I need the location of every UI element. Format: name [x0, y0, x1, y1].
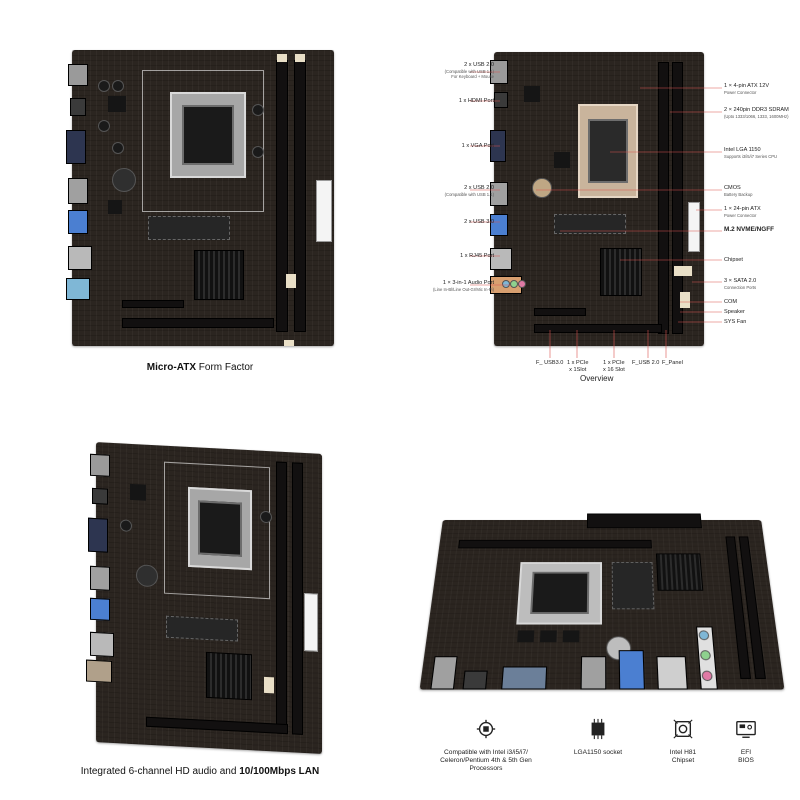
annotation-m2: M.2 NVME/NGFF: [724, 226, 775, 233]
ram-slot: [294, 60, 306, 332]
annotation-hdmi: 1 x HDMI Port: [458, 98, 494, 104]
motherboard-image: [66, 50, 334, 346]
cmos-battery: [112, 168, 136, 192]
pcie-x16-slot: [122, 318, 274, 328]
chipset-heatsink: [194, 250, 244, 300]
hdmi-port: [70, 98, 86, 116]
panel-front-view: Micro-ATX Form Factor: [0, 0, 400, 400]
annotation-speaker: Speaker: [724, 309, 745, 315]
chipset-icon: [673, 719, 693, 739]
m2-slot: [148, 216, 230, 240]
usb-port: [68, 64, 88, 86]
annotation-f-usb2: F_USB 2.0: [632, 360, 660, 366]
cpu-chip-icon: [591, 718, 605, 740]
annotation-sysfan: SYS Fan: [724, 319, 747, 325]
motherboard-perspective-image: [419, 513, 785, 690]
annotation-rj45: 1 x RJ45 Port: [460, 253, 494, 259]
audio-port: [66, 278, 90, 300]
overview-title: Overview: [580, 374, 614, 383]
feature-socket: LGA1150 socket: [568, 718, 628, 757]
form-factor-caption: Micro-ATX Form Factor: [146, 362, 254, 373]
feature-bios: EFI BIOS: [726, 718, 766, 765]
annotation-usb2-kbm: 2 x USB 2.0(Compatible with USB 1.1)For …: [444, 62, 494, 79]
annotation-usb2: 2 x USB 2.0(Compatible with USB 1.1): [444, 185, 494, 197]
cpu-socket: [578, 104, 638, 198]
feature-chipset: Intel H81 Chipset: [660, 718, 706, 765]
annotation-com: COM: [724, 299, 738, 305]
annotation-ddr3: 2 × 240pin DDR3 SDRAM(Upto 1333/1066, 13…: [724, 107, 789, 119]
cpu-socket: [170, 92, 246, 178]
usb-port: [68, 178, 88, 204]
motherboard-overview-image: [490, 52, 704, 346]
usb3-port: [68, 210, 88, 234]
bios-icon: [736, 720, 756, 738]
annotation-vga: 1 x VGA Port: [461, 143, 494, 149]
annotation-chipset: Chipset: [724, 257, 743, 263]
ram-slot: [276, 60, 288, 332]
panel-overview: 2 x USB 2.0(Compatible with USB 1.1)For …: [400, 0, 800, 400]
rj45-port: [68, 246, 92, 270]
annotation-f-panel: F_Panel: [662, 360, 683, 366]
motherboard-angled-image: [86, 442, 322, 754]
atx-24pin-connector: [316, 180, 332, 242]
feature-compatibility: Compatible with Intel i3/i5/i7/ Celeron/…: [426, 718, 546, 773]
cpu-socket: [516, 562, 602, 625]
vga-port: [66, 130, 86, 164]
pcie-x1-slot: [122, 300, 184, 308]
annotation-f-usb3: F_ USB3.0: [536, 360, 564, 366]
cpu-socket: [188, 486, 252, 571]
gear-cpu-icon: [476, 719, 496, 739]
annotation-audio: 1 × 3-in-1 Audio Port(Line In-Bl/Line Ou…: [433, 280, 494, 292]
pcie-slot: [586, 513, 702, 529]
panel-angled-view: Integrated 6-channel HD audio and 10/100…: [0, 400, 400, 800]
annotation-usb3: 2 x USB 3.0: [464, 219, 494, 225]
annotation-lines: [470, 71, 722, 358]
lan-audio-caption: Integrated 6-channel HD audio and 10/100…: [80, 766, 320, 777]
